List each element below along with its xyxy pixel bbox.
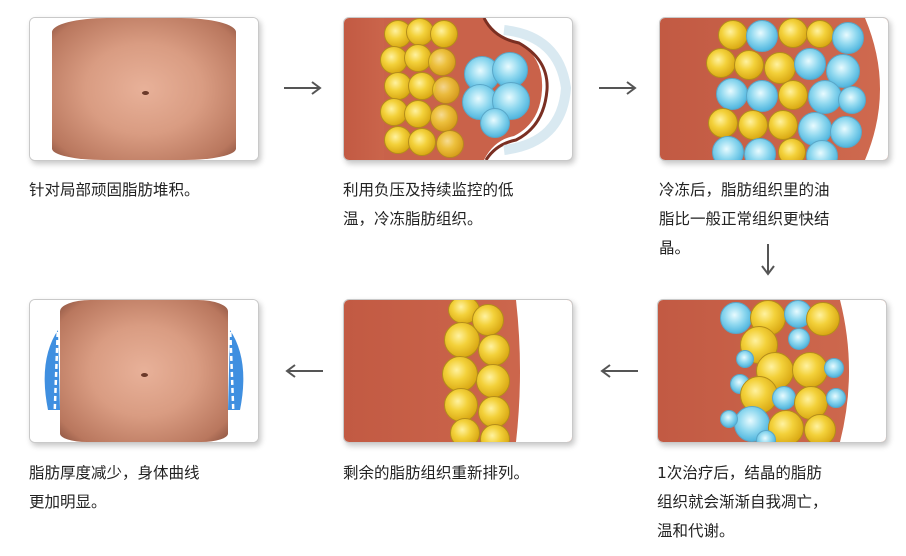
arrow-right-icon [283,80,323,100]
torso-illustration [52,18,236,160]
step-5-image-remaining-fat [343,299,573,443]
step-3-image-crystallized-fat [659,17,889,161]
step-4-caption: 1次治疗后，结晶的脂肪 组织就会渐渐自我凋亡， 温和代谢。 [657,464,828,540]
step-3-caption: 冷冻后，脂肪组织里的油 脂比一般正常组织更快结 晶。 [659,181,830,257]
step-5-caption: 剩余的脂肪组织重新排列。 [343,464,530,482]
step-6-caption: 脂肪厚度减少，身体曲线 更加明显。 [29,464,200,511]
arrow-down-icon [760,243,776,281]
navel [141,373,148,377]
step-6-image-abdomen-after [29,299,259,443]
navel [142,91,149,95]
step-2-caption: 利用负压及持续监控的低 温，冷冻脂肪组织。 [343,181,514,228]
arrow-left-icon [599,363,639,383]
step-1-caption: 针对局部顽固脂肪堆积。 [29,181,200,199]
step-4-image-fat-apoptosis [657,299,887,443]
torso-illustration [60,300,228,442]
step-2-image-vacuum-cooling [343,17,573,161]
step-1-image-abdomen-before [29,17,259,161]
arrow-left-icon [284,363,324,383]
arrow-right-icon [598,80,638,100]
